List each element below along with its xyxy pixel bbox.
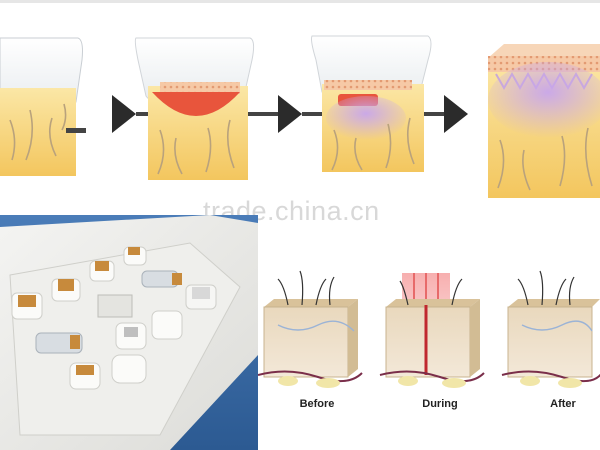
treatment-process-diagram	[0, 35, 600, 198]
connector-line	[136, 112, 150, 116]
label-after: After	[550, 398, 576, 410]
stage-after-diagram	[501, 270, 600, 388]
step-4-result	[488, 44, 600, 198]
label-before: Before	[299, 398, 335, 410]
step-3-microneedle	[311, 35, 432, 172]
label-during: During	[422, 398, 458, 410]
hair-treatment-stages	[258, 270, 600, 388]
arrow-3-icon	[444, 95, 468, 133]
step-1-applicator	[0, 37, 83, 176]
stage-during-diagram	[379, 273, 485, 388]
arrow-1-icon	[112, 95, 136, 133]
stage-before-diagram	[258, 270, 363, 388]
connector-line	[66, 128, 86, 133]
connector-line	[302, 112, 324, 116]
cartridge-items	[11, 246, 217, 390]
step-2-heating	[134, 37, 255, 180]
arrow-2-icon	[278, 95, 302, 133]
top-rule	[0, 0, 600, 3]
product-kit-photo	[0, 215, 258, 450]
connector-line	[424, 112, 444, 116]
connector-line	[248, 112, 278, 116]
